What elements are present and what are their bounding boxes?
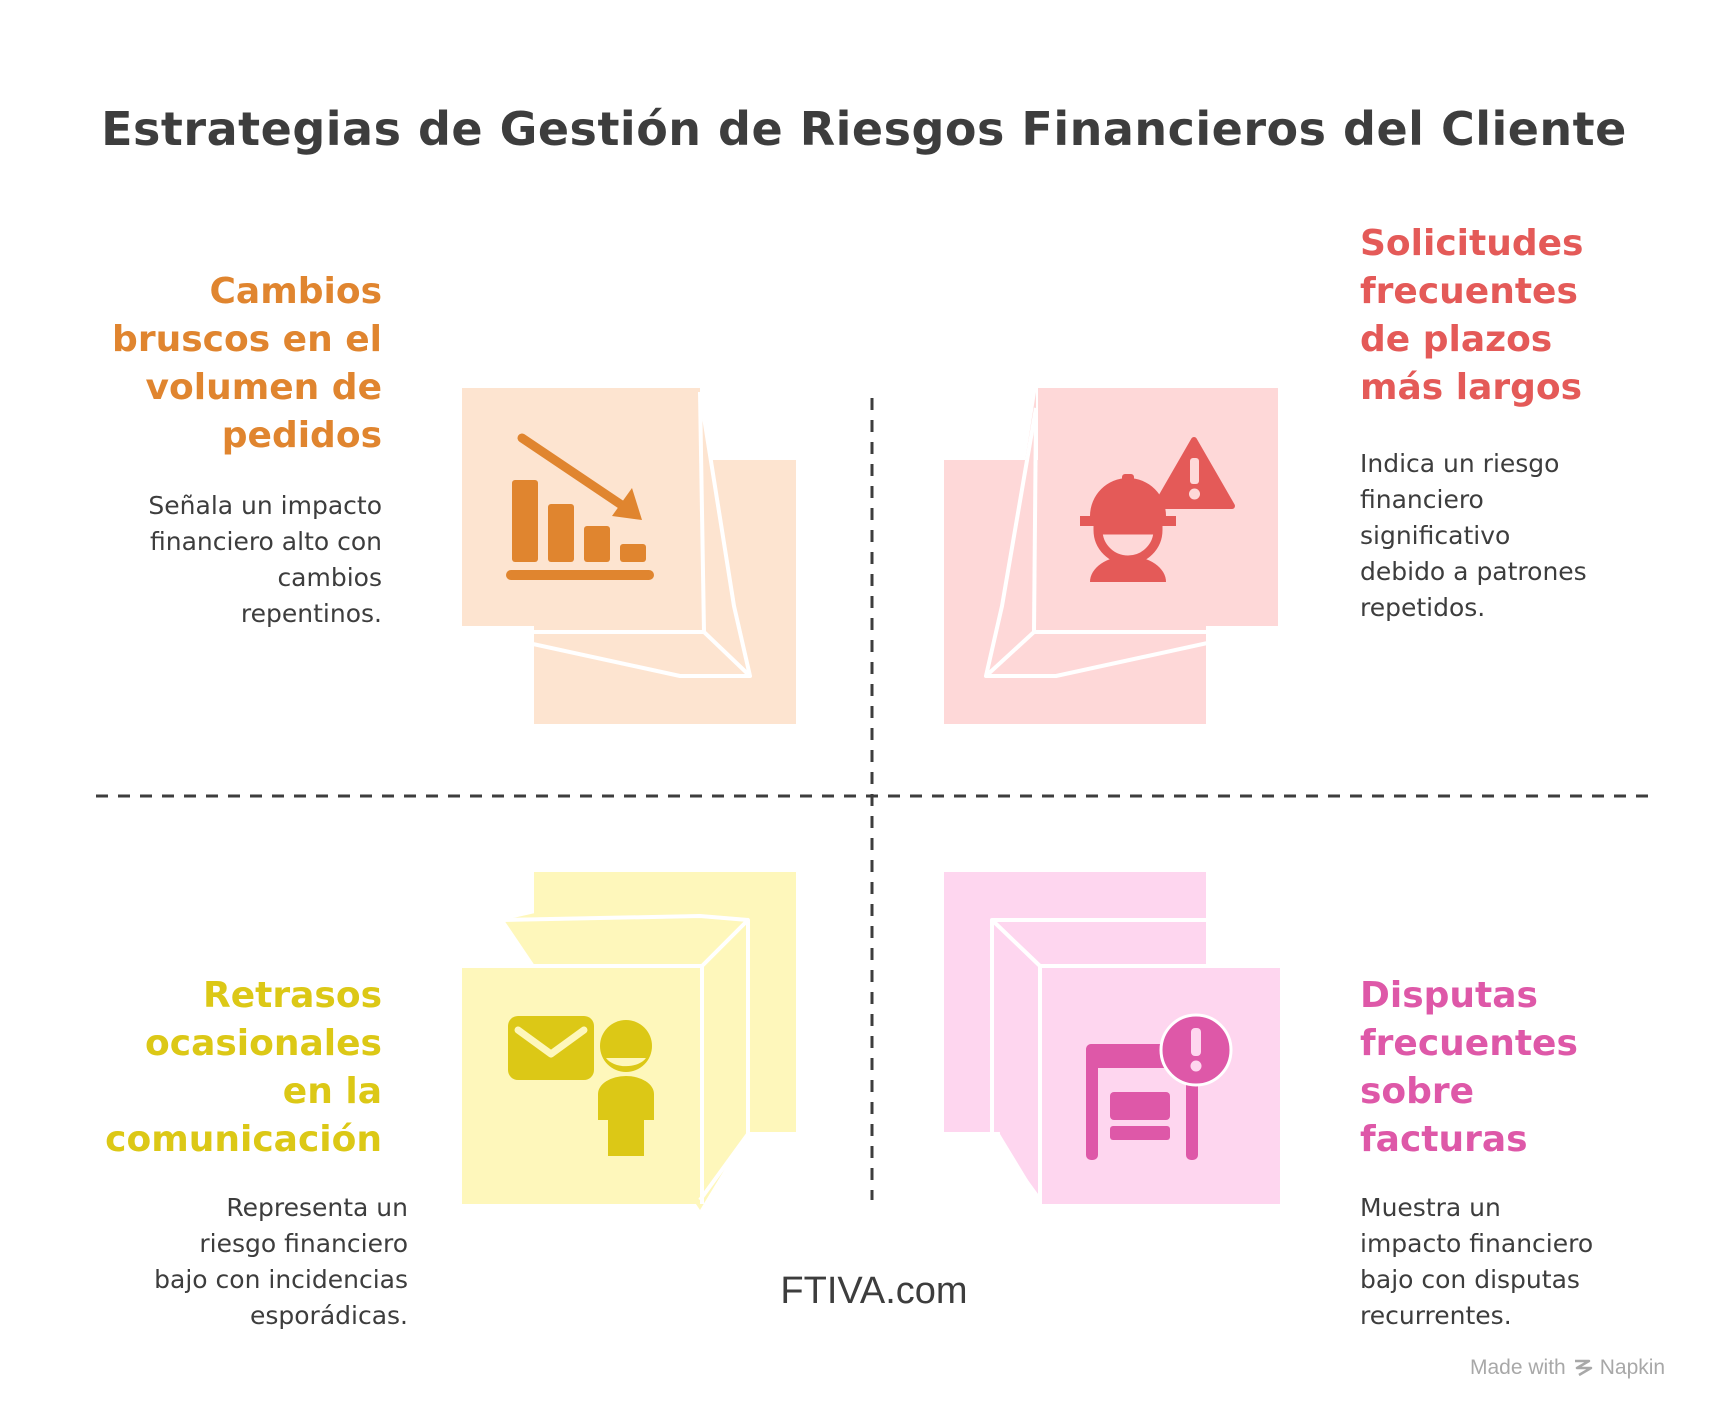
quadrant-4-heading: Disputas frecuentes sobre facturas	[1360, 975, 1578, 1160]
quadrant-1-description: Señala un impacto financiero alto con ca…	[148, 491, 382, 628]
invoice-alert-icon	[1086, 1013, 1233, 1160]
quadrant-4-box	[944, 872, 1280, 1204]
quadrant-4-description: Muestra un impacto financiero bajo con d…	[1360, 1193, 1594, 1330]
declining-bar-chart-icon	[506, 433, 654, 580]
quadrant-3-heading: Retrasos ocasionales en la comunicación	[105, 975, 382, 1160]
quadrant-1-box	[462, 388, 796, 724]
person-envelope-icon	[508, 1016, 654, 1156]
worker-warning-icon	[1080, 437, 1235, 582]
brand-watermark: FTIVA.com	[780, 1270, 968, 1312]
napkin-logo-icon	[1574, 1359, 1592, 1377]
quadrant-3-description: Representa un riesgo financiero bajo con…	[154, 1193, 408, 1330]
quadrant-2-box	[944, 388, 1278, 724]
made-with-label: Made with	[1470, 1356, 1566, 1379]
napkin-label: Napkin	[1599, 1356, 1666, 1379]
quadrant-2-heading: Solicitudes frecuentes de plazos más lar…	[1360, 223, 1584, 408]
quadrant-1-heading: Cambios bruscos en el volumen de pedidos	[112, 271, 382, 456]
quadrant-2-description: Indica un riesgo financiero significativ…	[1360, 449, 1587, 622]
page-title: Estrategias de Gestión de Riesgos Financ…	[101, 102, 1627, 156]
made-with-napkin[interactable]: Made with Napkin	[1470, 1356, 1696, 1380]
